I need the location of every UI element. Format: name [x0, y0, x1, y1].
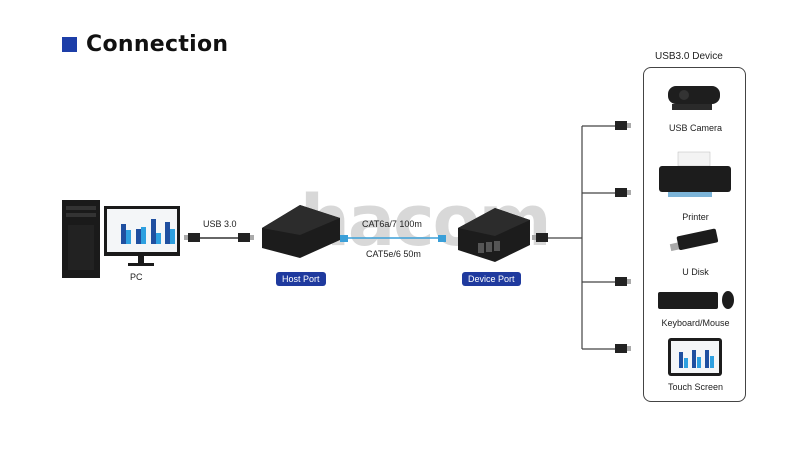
- cat6-label: CAT6a/7 100m: [362, 219, 422, 229]
- usb-devices-panel: USB Camera Printer U Disk Keyboard/Mouse…: [643, 67, 746, 402]
- pc-label: PC: [130, 272, 143, 282]
- host-port-badge: Host Port: [276, 272, 326, 286]
- usb-cable-pc-host: [184, 233, 254, 242]
- section-title: Connection: [62, 32, 228, 57]
- usb-devices-title: USB3.0 Device: [655, 51, 723, 62]
- device-label: Touch Screen: [667, 382, 724, 392]
- device-label: Printer: [682, 212, 709, 222]
- usb-disk-icon: [669, 228, 719, 252]
- device-port-badge: Device Port: [462, 272, 521, 286]
- device-extender-icon: [458, 208, 530, 262]
- page-title: Connection: [86, 32, 229, 57]
- device-label: U Disk: [682, 267, 709, 277]
- printer-icon: [659, 151, 731, 197]
- usb-plugs: [532, 121, 631, 353]
- ethernet-cable: [340, 235, 446, 242]
- host-extender-icon: [262, 205, 340, 258]
- device-label: USB Camera: [668, 123, 722, 133]
- device-label: Keyboard/Mouse: [661, 318, 730, 328]
- cat5-label: CAT5e/6 50m: [366, 249, 421, 259]
- usb-hub-tree: [548, 125, 615, 350]
- monitor-icon: [104, 206, 180, 266]
- touch-screen-icon: [668, 338, 722, 376]
- keyboard-mouse-icon: [658, 291, 734, 309]
- title-bullet-icon: [62, 37, 77, 52]
- webcam-icon: [668, 86, 720, 110]
- pc-tower-icon: [62, 200, 100, 278]
- usb-link-label: USB 3.0: [203, 219, 237, 229]
